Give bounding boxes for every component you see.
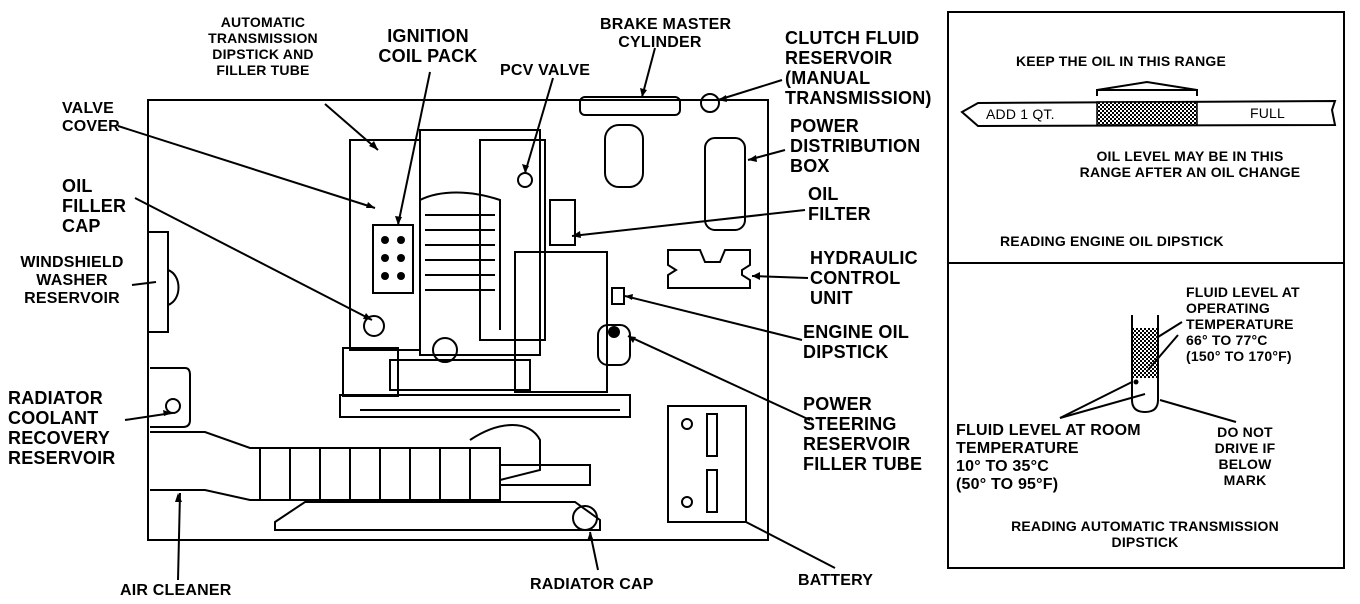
label-brake-master-cylinder: BRAKE MASTER CYLINDER [600,16,732,51]
hydraulic-control-unit [667,249,751,289]
label-clutch-fluid-reservoir: CLUTCH FLUID RESERVOIR (MANUAL TRANSMISS… [785,28,932,108]
radiator-coolant-recovery-reservoir [150,367,191,428]
label-oil-filler-cap: OIL FILLER CAP [62,176,127,236]
air-cleaner [150,424,591,501]
label-oil-filter: OIL FILTER [808,184,871,224]
oil-filler-cap [363,315,385,337]
radiator-cap [572,505,598,531]
brake-master-cylinder [579,96,681,188]
label-battery: BATTERY [798,572,874,589]
oil-panel-caption: READING ENGINE OIL DIPSTICK [1000,233,1224,249]
engine-oil-dipstick-illustration [960,80,1337,128]
oil-panel-full-label: FULL [1250,105,1286,121]
dipstick-panels-border [947,11,1345,569]
label-radiator-cap: RADIATOR CAP [530,576,654,593]
label-hydraulic-control-unit: HYDRAULIC CONTROL UNIT [810,248,918,308]
trans-panel-operating: FLUID LEVEL AT OPERATING TEMPERATURE 66°… [1186,284,1300,364]
label-air-cleaner: AIR CLEANER [120,582,232,599]
ignition-coil-pack [372,224,414,294]
label-windshield-washer-reservoir: WINDSHIELD WASHER RESERVOIR [20,254,124,307]
transmission-dipstick-illustration [1131,315,1159,414]
engine-block [339,129,631,418]
label-pcv-valve: PCV VALVE [500,62,591,79]
power-steering-reservoir [597,324,631,366]
label-power-steering-reservoir: POWER STEERING RESERVOIR FILLER TUBE [803,394,923,474]
pcv-valve [517,172,533,188]
label-ignition-coil-pack: IGNITION COIL PACK [378,26,478,66]
label-power-distribution-box: POWER DISTRIBUTION BOX [790,116,921,176]
oil-panel-top-note: KEEP THE OIL IN THIS RANGE [1016,53,1227,69]
label-radiator-coolant-recovery: RADIATOR COOLANT RECOVERY RESERVOIR [8,388,116,468]
label-valve-cover: VALVE COVER [62,100,120,135]
battery [667,405,747,523]
clutch-fluid-reservoir [700,93,720,113]
trans-panel-do-not-drive: DO NOT DRIVE IF BELOW MARK [1214,424,1276,488]
engine-oil-dipstick [611,287,625,305]
oil-panel-range-note: OIL LEVEL MAY BE IN THIS RANGE AFTER AN … [1079,148,1301,180]
radiator [274,501,601,531]
label-engine-oil-dipstick: ENGINE OIL DIPSTICK [803,322,910,362]
trans-panel-room: FLUID LEVEL AT ROOM TEMPERATURE 10° TO 3… [956,422,1141,493]
trans-panel-caption: READING AUTOMATIC TRANSMISSION DIPSTICK [1011,518,1279,550]
oil-panel-add-label: ADD 1 QT. [986,106,1055,122]
label-automatic-transmission-dipstick: AUTOMATIC TRANSMISSION DIPSTICK AND FILL… [208,14,318,78]
power-distribution-box [704,137,746,231]
leader-lines [117,47,836,581]
